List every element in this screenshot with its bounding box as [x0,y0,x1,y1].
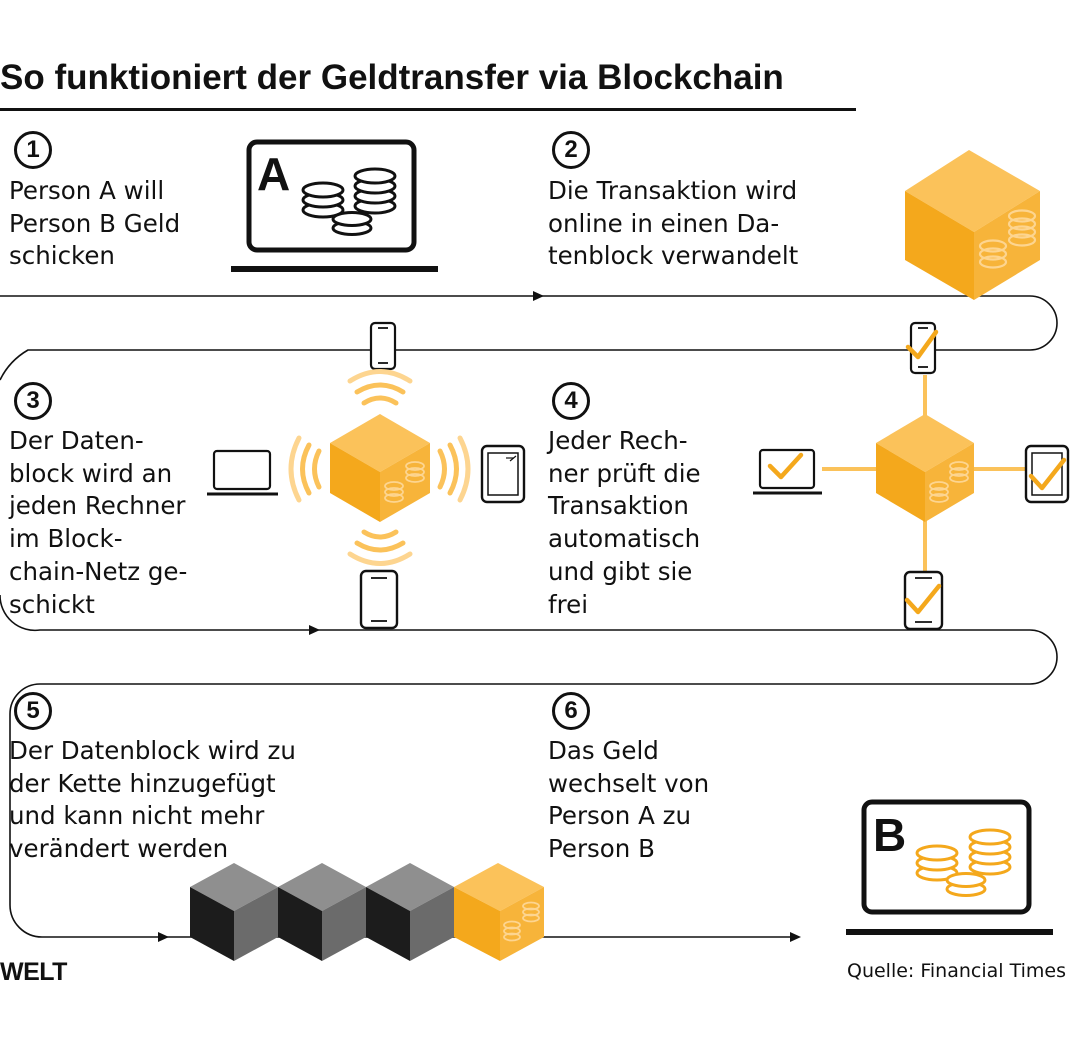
step-text-1: Person A will Person B Geld schicken [9,175,180,273]
step-text-line: Person B Geld [9,208,181,238]
laptop-icon [753,448,822,495]
data-block-cube-icon [876,414,974,522]
signal-waves-icon [288,369,471,566]
step-text-line: Person B [548,834,655,864]
step-text-line: ner prüft die [548,458,701,488]
step-text-line: Jeder Rech- [548,426,688,455]
chain-block-gray [190,863,278,961]
smartphone-icon [903,570,944,631]
coin-stack-icon [384,461,425,503]
step-text-line: automatisch [548,524,701,554]
step-number-1: 1 [14,131,52,169]
step-text-line: schickt [9,589,95,619]
step-text-line: block wird an [9,458,173,488]
step-number-2: 2 [552,131,590,169]
coin-stack-icon [301,167,397,236]
arrowhead-icon [790,932,801,942]
step-text-line: und gibt sie [548,556,693,586]
verification-group [753,321,1070,631]
page-title: So funktioniert der Geldtransfer via Blo… [0,58,784,97]
step-text-line: verändert werden [9,834,229,864]
data-block-cube-icon [330,414,430,522]
checkmark-icon [904,583,942,615]
coin-stack-icon [915,828,1012,897]
step-text-line: Die Transaktion wird [548,176,798,205]
tablet-icon [480,444,526,504]
checkmark-icon [767,452,804,480]
step-text-line: tenblock verwandelt [548,241,799,271]
tablet-icon [1024,444,1070,504]
step-number-3: 3 [14,382,52,420]
step-number-4: 4 [552,382,590,420]
step-text-line: schicken [9,241,115,271]
step-text-5: Der Datenblock wird zu der Kette hinzuge… [9,735,296,866]
step-text-line: im Block- [9,524,123,554]
chain-block-orange [454,863,544,961]
step-text-line: chain-Netz ge- [9,556,188,586]
welt-logo: WELT [0,958,67,986]
chain-block-gray [278,863,366,961]
smartphone-icon [359,569,399,630]
flow-arrowheads [158,291,801,942]
step-text-2: Die Transaktion wird online in einen Da-… [548,175,798,273]
laptop-b-icon: B [846,799,1053,935]
smartphone-icon [905,321,939,375]
checkmark-icon [1028,457,1067,491]
step-text-line: und kann nicht mehr [9,801,265,831]
chain-block-gray [366,863,454,961]
step-text-6: Das Geld wechselt von Person A zu Person… [548,735,709,866]
step-text-line: der Kette hinzugefügt [9,768,276,798]
screen-letter-a: A [257,148,290,200]
step-text-line: Der Datenblock wird zu [9,736,296,765]
arrowhead-icon [158,932,169,942]
blockchain-chain [190,863,544,961]
step-number-5: 5 [14,692,52,730]
checkmark-icon [905,329,939,360]
smartphone-icon [369,321,397,371]
source-note: Quelle: Financial Times [846,960,1066,982]
step-text-line: wechselt von [548,768,710,798]
step-text-line: jeden Rechner [9,491,186,521]
screen-letter-b: B [873,809,906,861]
step-number-6: 6 [552,692,590,730]
step-text-line: frei [548,589,589,619]
step-text-line: Der Daten- [9,426,144,455]
coin-stack-icon [978,209,1037,269]
step-text-line: Person A will [9,176,165,205]
laptop-icon [207,449,278,496]
broadcast-group [207,321,526,630]
step-text-3: Der Daten- block wird an jeden Rechner i… [9,425,187,621]
network-connectors [822,375,1026,572]
step-text-line: Das Geld [548,736,659,765]
data-block-cube-icon [905,150,1040,300]
laptop-a-icon: A [231,139,438,272]
title-underline [0,108,856,111]
step-text-line: online in einen Da- [548,208,780,238]
arrowhead-icon [309,625,320,635]
step-text-line: Person A zu [548,801,692,831]
arrowhead-icon [533,291,544,301]
flow-path [0,295,1058,938]
step-text-line: Transaktion [548,491,689,521]
coin-stack-icon [503,901,540,942]
step-text-4: Jeder Rech- ner prüft die Transaktion au… [548,425,701,621]
coin-stack-icon [929,461,969,503]
